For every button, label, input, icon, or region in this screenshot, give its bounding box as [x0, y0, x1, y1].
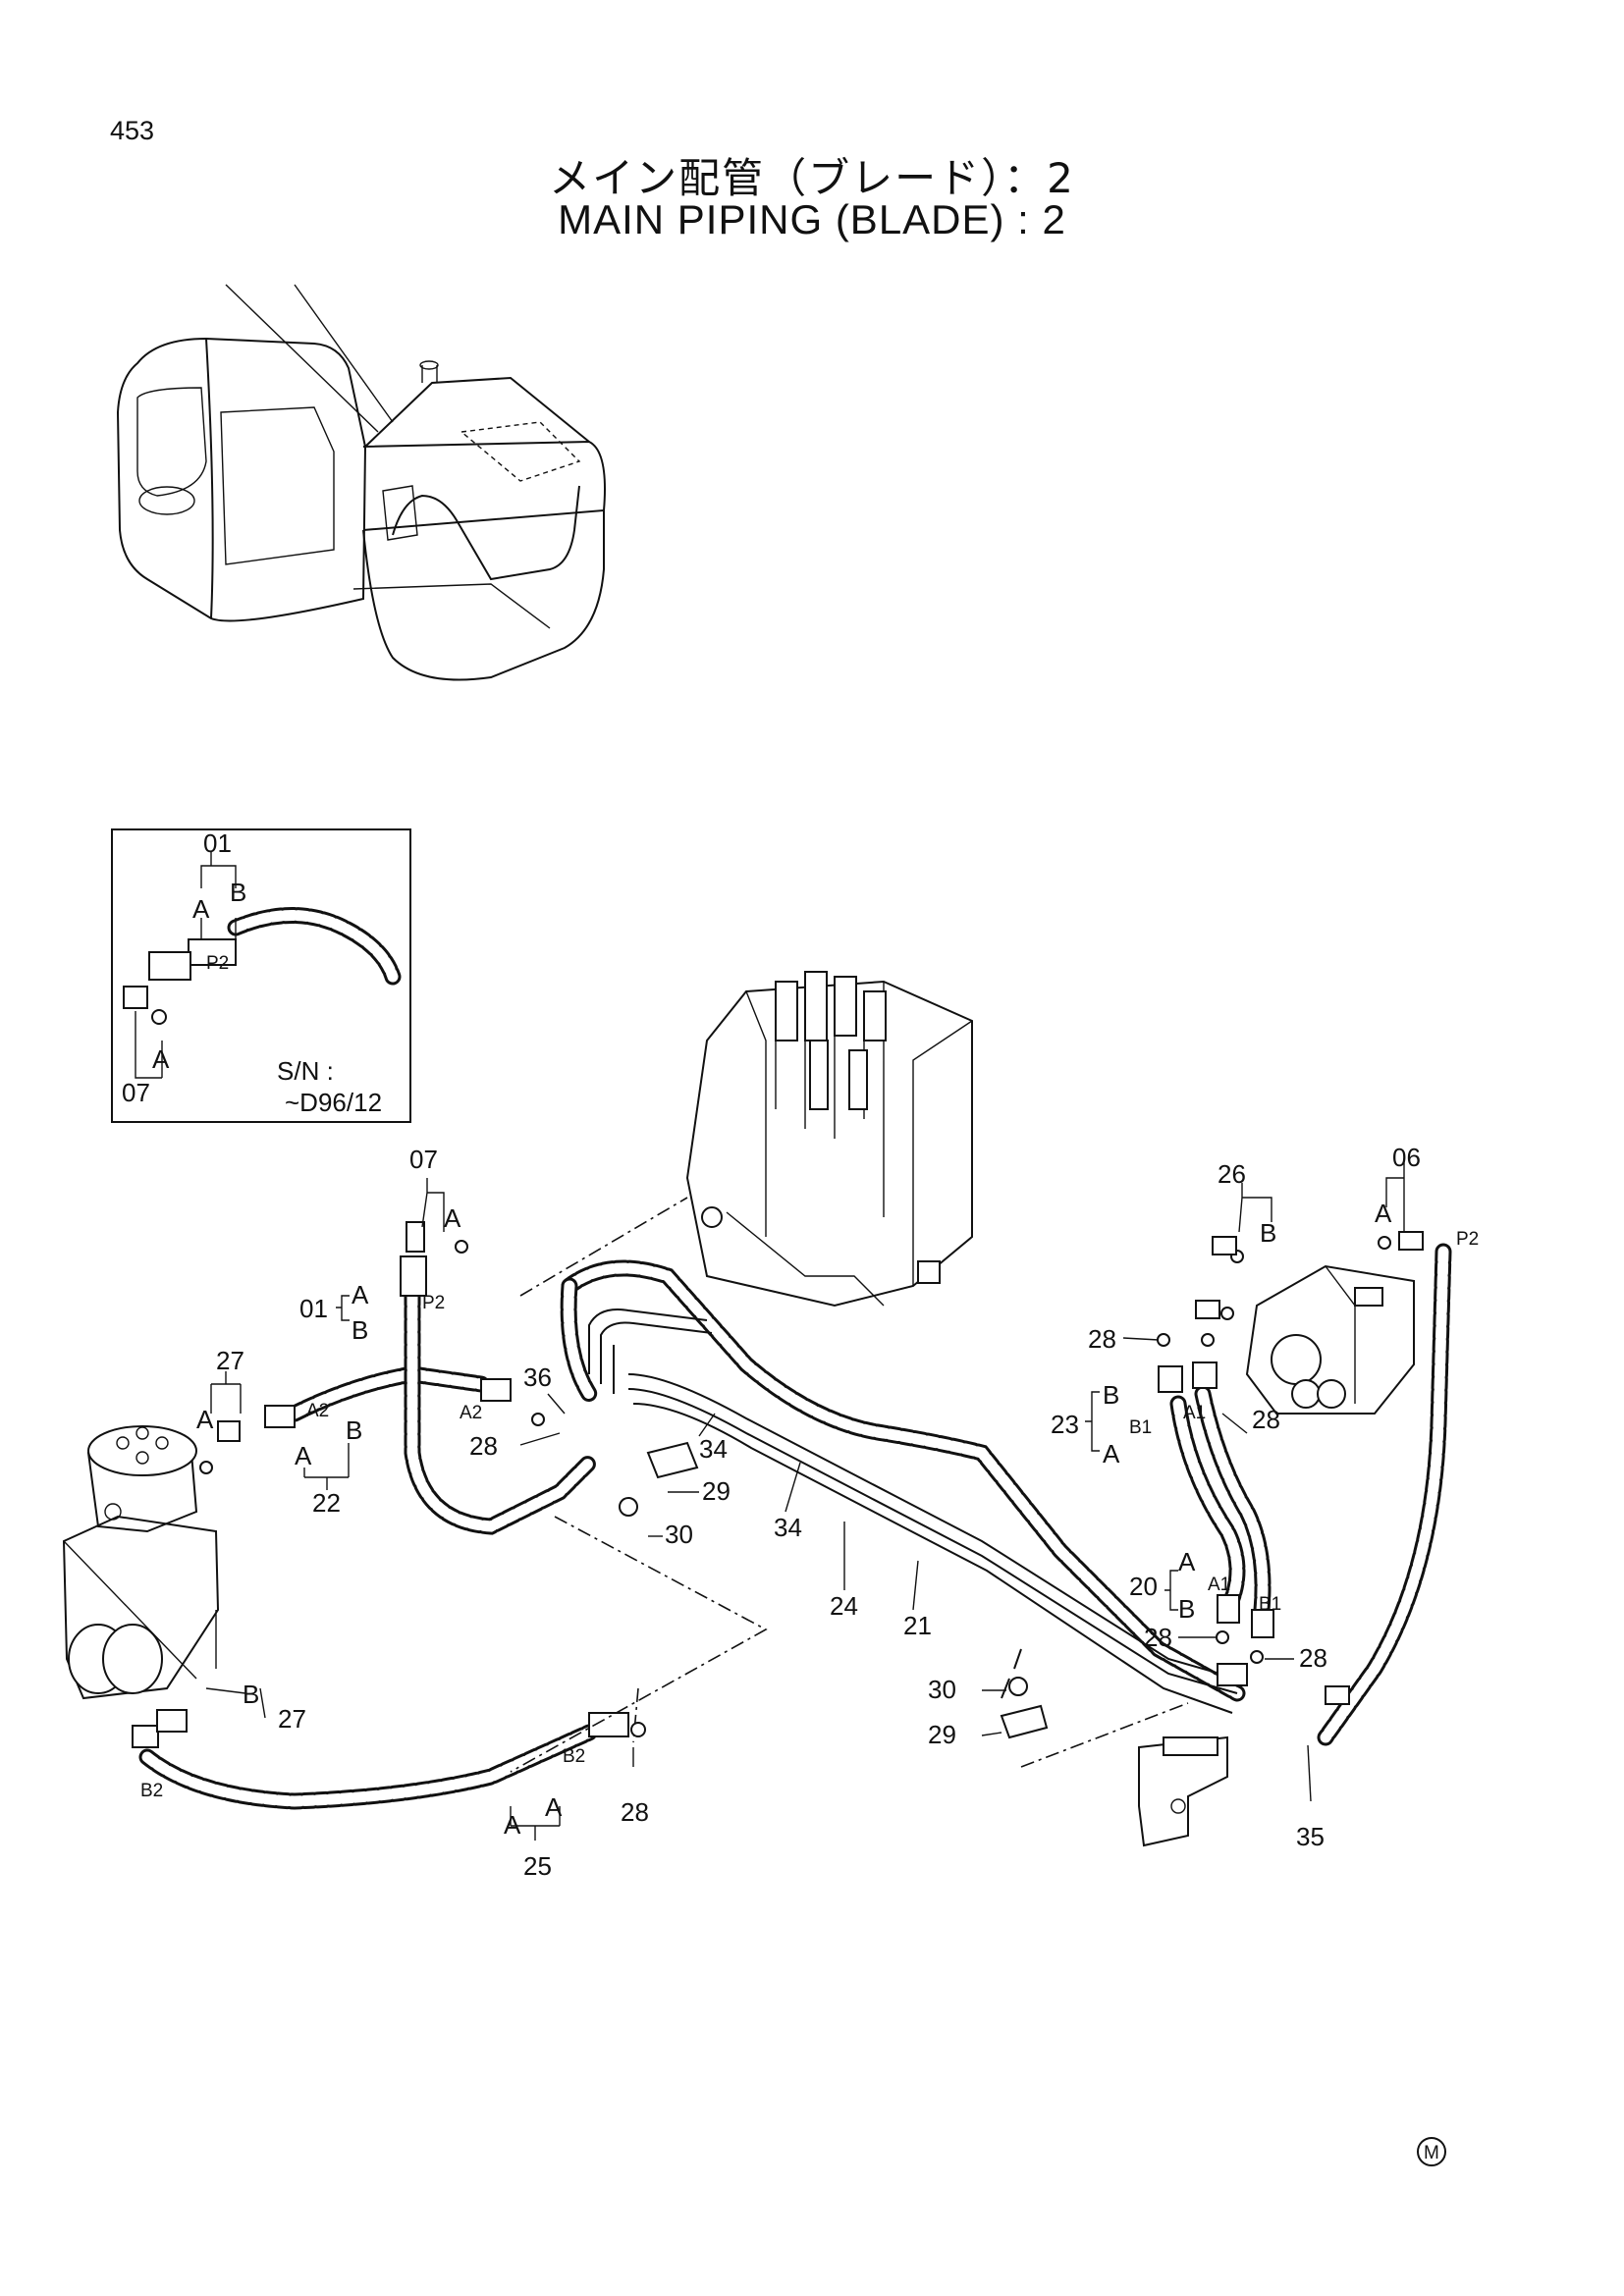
callout-letter-a-27-upper: A — [196, 1405, 214, 1434]
callout-part-28-lower-left: 28 — [1144, 1623, 1172, 1652]
inset-label-part-01: 01 — [203, 828, 232, 858]
hydraulic-assembly — [62, 971, 1452, 1847]
title-japanese: メイン配管（ブレード）：2 — [549, 154, 1075, 202]
callout-letter-a-26: B — [1260, 1218, 1276, 1248]
callout-part-28-upper-right: 28 — [1088, 1324, 1116, 1354]
callout-part-30-center: 30 — [665, 1520, 693, 1549]
callout-port-p2-right: P2 — [1456, 1229, 1479, 1250]
inset-serial-range: ~D96/12 — [285, 1088, 382, 1117]
callout-part-25: 25 — [523, 1851, 552, 1881]
callout-part-27-upper: 27 — [216, 1346, 244, 1375]
callout-port-b2-right: B2 — [563, 1746, 585, 1767]
callout-part-20: 20 — [1129, 1572, 1158, 1601]
inset-serial-label: S/N : — [277, 1056, 334, 1086]
callout-letter-b-23: A — [1103, 1439, 1120, 1468]
callout-letter-a-25: A — [545, 1792, 563, 1822]
callout-part-23: 23 — [1051, 1410, 1079, 1439]
callout-part-21: 21 — [903, 1611, 932, 1640]
callout-part-29-right: 29 — [928, 1720, 956, 1749]
callout-letter-a-23: B — [1103, 1380, 1119, 1410]
callout-part-06: 06 — [1392, 1143, 1421, 1172]
callout-port-b1-lower: B1 — [1259, 1594, 1281, 1615]
callout-part-28-center: 28 — [469, 1431, 498, 1461]
callout-port-p2: P2 — [422, 1293, 445, 1313]
footer-mark: M — [1424, 2143, 1439, 2163]
excavator-overview-illustration — [116, 284, 606, 681]
callout-part-24: 24 — [830, 1591, 858, 1621]
inset-label-b: B — [230, 878, 246, 907]
circled-m-icon: M — [1417, 2137, 1446, 2166]
callout-part-07: 07 — [409, 1145, 438, 1174]
callout-port-b2-left: B2 — [140, 1781, 163, 1801]
callout-labels: 07 A P2 01 A B 27 A A2 A B 22 A2 28 36 3… — [140, 1143, 1479, 1881]
callout-part-36: 36 — [523, 1362, 552, 1392]
callout-part-34-left: 34 — [699, 1434, 728, 1464]
callout-part-35: 35 — [1296, 1822, 1325, 1851]
callout-port-a2-right: A2 — [460, 1403, 482, 1423]
callout-letter-b-22: B — [346, 1415, 362, 1445]
callout-part-27-lower: 27 — [278, 1704, 306, 1734]
callout-part-34-right: 34 — [774, 1513, 802, 1542]
callout-letter-b-20: A — [1178, 1547, 1196, 1576]
callout-part-28-bottom: 28 — [621, 1797, 649, 1827]
callout-part-28-valve: 28 — [1252, 1405, 1280, 1434]
callout-port-b1-upper: B1 — [1129, 1417, 1152, 1438]
callout-letter-b-25: A — [504, 1810, 521, 1840]
callout-port-a1-upper: A1 — [1183, 1403, 1206, 1423]
callout-part-26: 26 — [1218, 1159, 1246, 1189]
callout-port-a1-lower: A1 — [1208, 1575, 1230, 1595]
title-english: MAIN PIPING (BLADE) : 2 — [558, 196, 1066, 242]
inset-label-a: A — [192, 894, 210, 924]
callout-letter-b-01: B — [352, 1315, 368, 1345]
callout-letter-a-06: A — [1375, 1199, 1392, 1228]
callout-part-28-lower-right: 28 — [1299, 1643, 1327, 1673]
callout-letter-a-20: B — [1178, 1594, 1195, 1624]
inset-label-a-lower: A — [152, 1044, 170, 1074]
callout-port-a2-left: A2 — [306, 1401, 329, 1421]
callout-part-30-right: 30 — [928, 1675, 956, 1704]
inset-label-port-p2: P2 — [206, 953, 229, 974]
inset-detail: 01 A B P2 A 07 S/N : ~D96/12 — [111, 828, 411, 1123]
callout-part-22: 22 — [312, 1488, 341, 1518]
page-number: 453 — [110, 116, 155, 145]
callout-part-01: 01 — [299, 1294, 328, 1323]
callout-letter-a-27-lower: B — [243, 1680, 259, 1709]
inset-label-part-07: 07 — [122, 1078, 150, 1107]
callout-letter-a-22: A — [295, 1441, 312, 1470]
callout-leaders — [205, 1158, 1405, 1841]
callout-letter-a-01: A — [352, 1280, 369, 1309]
callout-part-29-center: 29 — [702, 1476, 731, 1506]
callout-letter-a-07: A — [444, 1203, 461, 1233]
